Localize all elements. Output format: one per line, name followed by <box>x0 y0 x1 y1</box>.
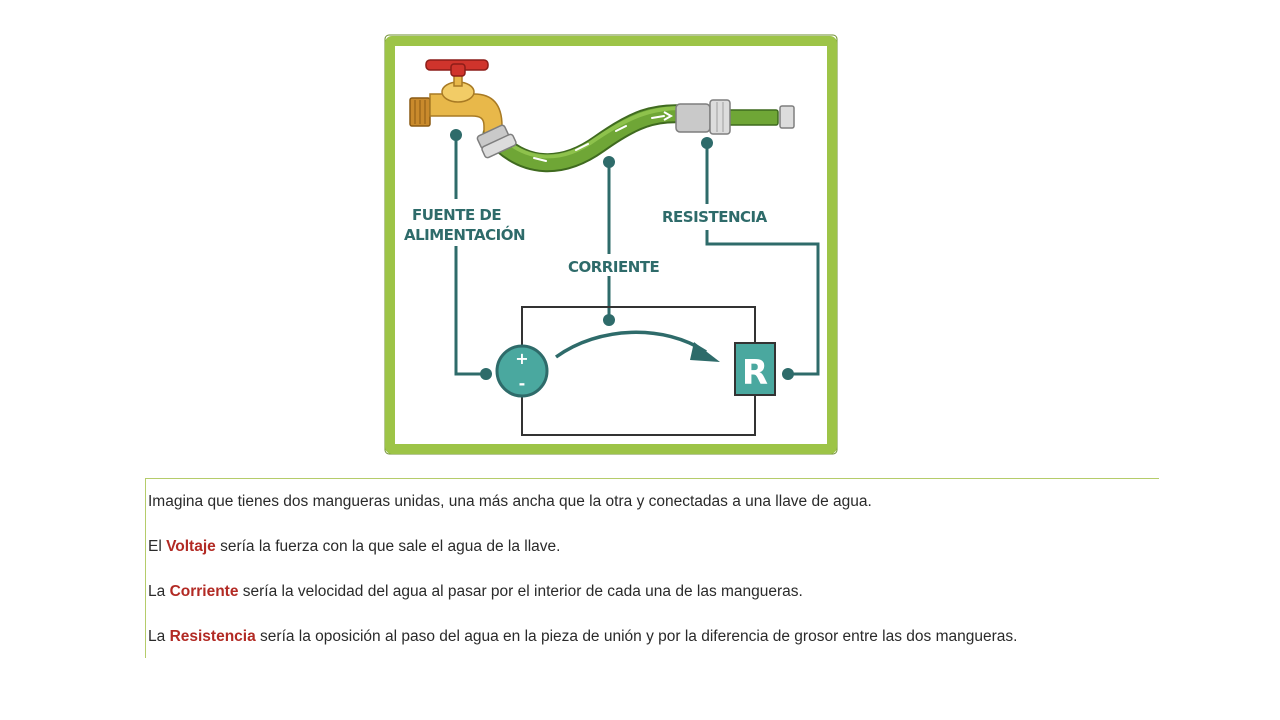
leader-dots <box>450 129 794 380</box>
label-fuente-line1: FUENTE DE <box>412 206 501 224</box>
label-fuente-line2: ALIMENTACIÓN <box>404 225 525 244</box>
current-arrow-icon <box>554 330 720 362</box>
battery-icon: + - <box>495 344 549 398</box>
voltaje-definition: sería la fuerza con la que sale el agua … <box>215 538 561 555</box>
analogy-diagram: FUENTE DE ALIMENTACIÓN CORRIENTE RESISTE… <box>384 34 838 455</box>
hose-icon <box>482 99 795 173</box>
battery-minus: - <box>519 374 526 393</box>
voltaje-prefix: El <box>148 538 167 555</box>
explanation-text: Imagina que tienes dos mangueras unidas,… <box>145 478 1159 658</box>
corriente-definition: sería la velocidad del agua al pasar por… <box>238 583 803 600</box>
leader-lines <box>454 135 820 376</box>
paragraph-voltaje: El Voltaje sería la fuerza con la que sa… <box>148 538 560 556</box>
resistencia-prefix: La <box>148 628 170 645</box>
paragraph-corriente: La Corriente sería la velocidad del agua… <box>148 583 803 601</box>
resistencia-definition: sería la oposición al paso del agua en l… <box>255 628 1018 645</box>
resistor-letter: R <box>742 353 768 393</box>
frame-border <box>385 36 837 454</box>
paragraph-resistencia: La Resistencia sería la oposición al pas… <box>148 628 1017 646</box>
term-corriente: Corriente <box>169 583 239 600</box>
corriente-prefix: La <box>148 583 170 600</box>
label-resistencia: RESISTENCIA <box>662 208 768 226</box>
paragraph-intro: Imagina que tienes dos mangueras unidas,… <box>148 493 872 510</box>
battery-plus: + <box>515 349 528 368</box>
term-voltaje: Voltaje <box>166 538 216 555</box>
label-corriente: CORRIENTE <box>568 258 659 276</box>
diagram-svg: FUENTE DE ALIMENTACIÓN CORRIENTE RESISTE… <box>384 34 838 455</box>
faucet-icon <box>409 59 517 159</box>
term-resistencia: Resistencia <box>169 628 256 645</box>
resistor-icon: R <box>734 342 776 396</box>
